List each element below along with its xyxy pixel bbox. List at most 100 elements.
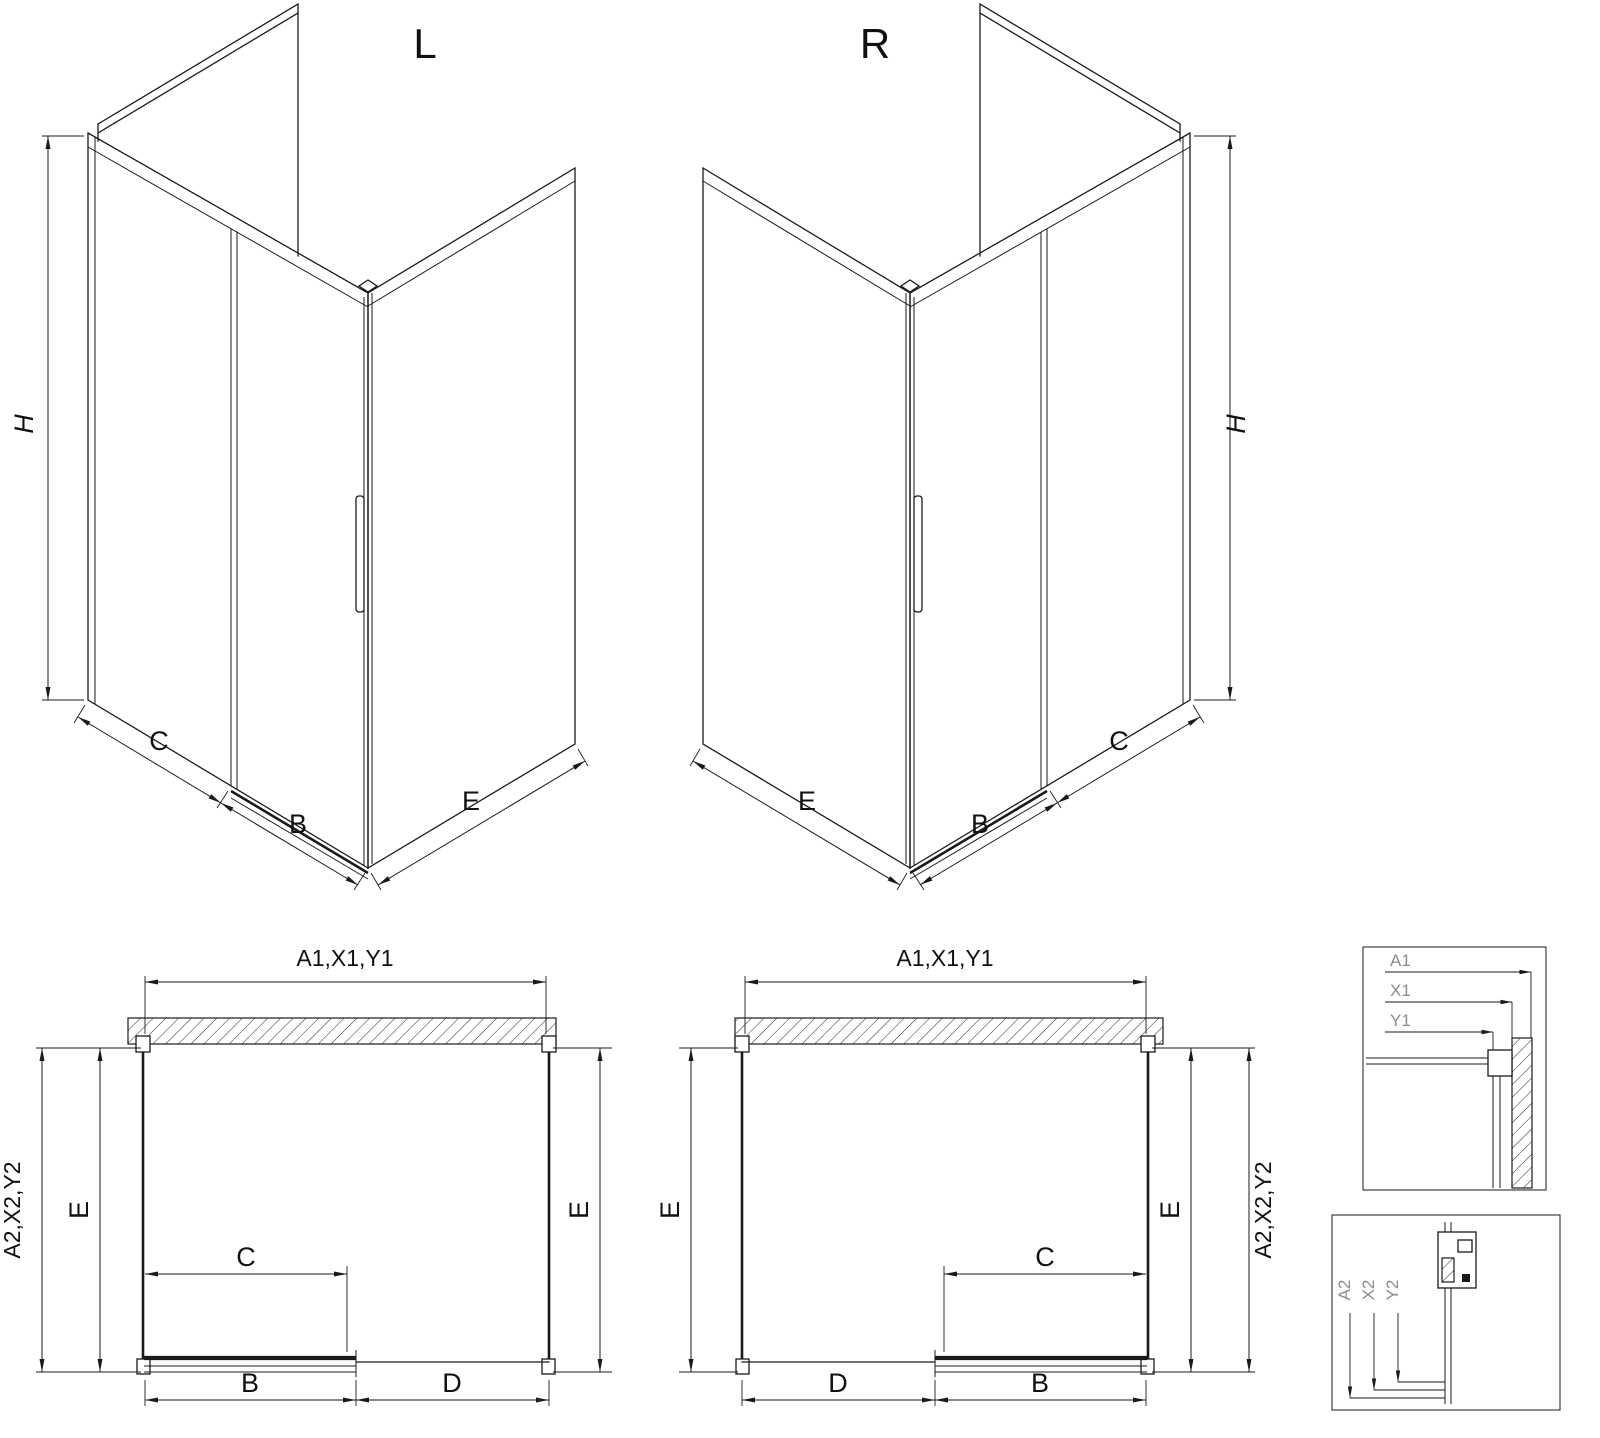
plan-view-left: A1,X1,Y1 A2,X2,Y2 E E [0, 945, 612, 1406]
dimension-line [220, 802, 359, 886]
dimension-line [77, 716, 222, 804]
glass-edge [979, 3, 1181, 125]
dim-label-b: B [241, 1368, 259, 1398]
top-rail [909, 146, 1191, 308]
dim-label-width: A1,X1,Y1 [296, 945, 393, 971]
dim-door-opening: C [943, 1242, 1146, 1352]
dim-label-d: D [442, 1368, 462, 1398]
dim-depth-right: E [553, 1047, 612, 1373]
dim-label-depth: A2,X2,Y2 [1250, 1161, 1276, 1258]
wall-profile [135, 1035, 151, 1053]
detail-frame [1331, 1214, 1561, 1411]
detail-view-wall: A1 X1 Y1 [1362, 946, 1547, 1191]
iso-view-left: L [9, 3, 589, 891]
door-wall [87, 131, 369, 880]
extension-line [370, 872, 382, 891]
door-wall-outline [87, 131, 369, 870]
dim-label-a2: A2 [1335, 1280, 1354, 1301]
extension-line [73, 704, 86, 724]
dim-label-a1: A1 [1390, 951, 1411, 970]
wall-profile [1140, 1035, 1156, 1053]
extension-line [689, 748, 701, 767]
top-rail [702, 180, 911, 307]
iso-view-right: R H [689, 3, 1251, 891]
dim-label-b: B [971, 809, 989, 839]
dim-label-e: E [655, 1201, 685, 1219]
dim-label-c: C [236, 1242, 256, 1272]
dimension-line [1056, 716, 1201, 804]
dim-bottom: B D [144, 1368, 550, 1406]
corner-post-cap [899, 279, 921, 293]
wall-section [1511, 1037, 1533, 1189]
door-handle [355, 495, 365, 613]
dim-width-top: A1,X1,Y1 [744, 945, 1147, 1034]
side-panel [702, 166, 911, 870]
profile-hatch [1441, 1257, 1455, 1283]
dim-label-y1: Y1 [1390, 1011, 1411, 1030]
side-panel [367, 166, 576, 870]
extension-line [216, 790, 229, 809]
dim-label-b: B [289, 809, 307, 839]
dim-bottom-chain: C B E [689, 704, 1205, 891]
door-wall [909, 131, 1191, 880]
dim-label-width: A1,X1,Y1 [896, 945, 993, 971]
enclosure-plan [734, 1035, 1156, 1377]
detail-frame [1362, 946, 1547, 1191]
corner-post-cap [357, 279, 379, 293]
corner-post [357, 279, 379, 866]
dimension-line [919, 802, 1058, 886]
dim-label-e: E [462, 786, 480, 816]
glass-edge [979, 12, 1181, 134]
dim-label-x1: X1 [1390, 981, 1411, 1000]
dim-depth-left: E [655, 1047, 738, 1373]
dim-label-e: E [1155, 1201, 1185, 1219]
wall-fixing-profile [1487, 1049, 1513, 1077]
extension-line [1192, 704, 1205, 724]
dim-label-e: E [564, 1201, 594, 1219]
extension-line [1049, 790, 1062, 809]
dim-width-top: A1,X1,Y1 [144, 945, 547, 1034]
dim-label-d: D [828, 1368, 848, 1398]
dim-height: H [9, 135, 84, 701]
profile-insert [1457, 1239, 1473, 1253]
wall-profile [541, 1035, 557, 1053]
enclosure-plan [135, 1035, 557, 1377]
far-side-panel [979, 3, 1181, 257]
dim-bottom: D B [741, 1368, 1147, 1406]
profile-seal [1462, 1274, 1470, 1282]
top-rail [87, 146, 369, 308]
side-panel-outline [367, 166, 576, 870]
dim-label-h: H [9, 414, 39, 434]
dim-label-c: C [149, 726, 169, 756]
far-side-panel [97, 3, 299, 257]
dim-label-b: B [1031, 1368, 1049, 1398]
dim-label-c: C [1035, 1242, 1055, 1272]
corner-post [899, 279, 921, 866]
dim-label-x2: X2 [1359, 1280, 1378, 1301]
detail-view-profile: A2 X2 Y2 [1331, 1214, 1561, 1411]
corner-bracket [541, 1358, 556, 1375]
dim-label-c: C [1109, 726, 1129, 756]
glass-edge [97, 12, 299, 134]
extension-line [896, 872, 908, 891]
dim-label-depth: A2,X2,Y2 [0, 1161, 25, 1258]
door-wall-outline [909, 131, 1191, 870]
dimension-line [692, 760, 901, 886]
door-handle [913, 495, 923, 613]
dim-label-e: E [798, 786, 816, 816]
dim-label-h: H [1221, 414, 1251, 434]
glass-edge [97, 3, 299, 125]
extension-line [912, 872, 925, 891]
view-title-right: R [860, 20, 890, 67]
plan-view-right: A1,X1,Y1 E E A2,X2,Y2 [655, 945, 1276, 1406]
dim-depth-right: E A2,X2,Y2 [1152, 1047, 1276, 1373]
top-rail [367, 180, 576, 307]
dim-depth-left: A2,X2,Y2 E [0, 1047, 141, 1373]
wall-section [734, 1017, 1164, 1045]
side-panel-outline [702, 166, 911, 870]
dim-label-y2: Y2 [1383, 1280, 1402, 1301]
wall-section [127, 1017, 557, 1045]
dim-bottom-chain: C B E [73, 704, 589, 891]
